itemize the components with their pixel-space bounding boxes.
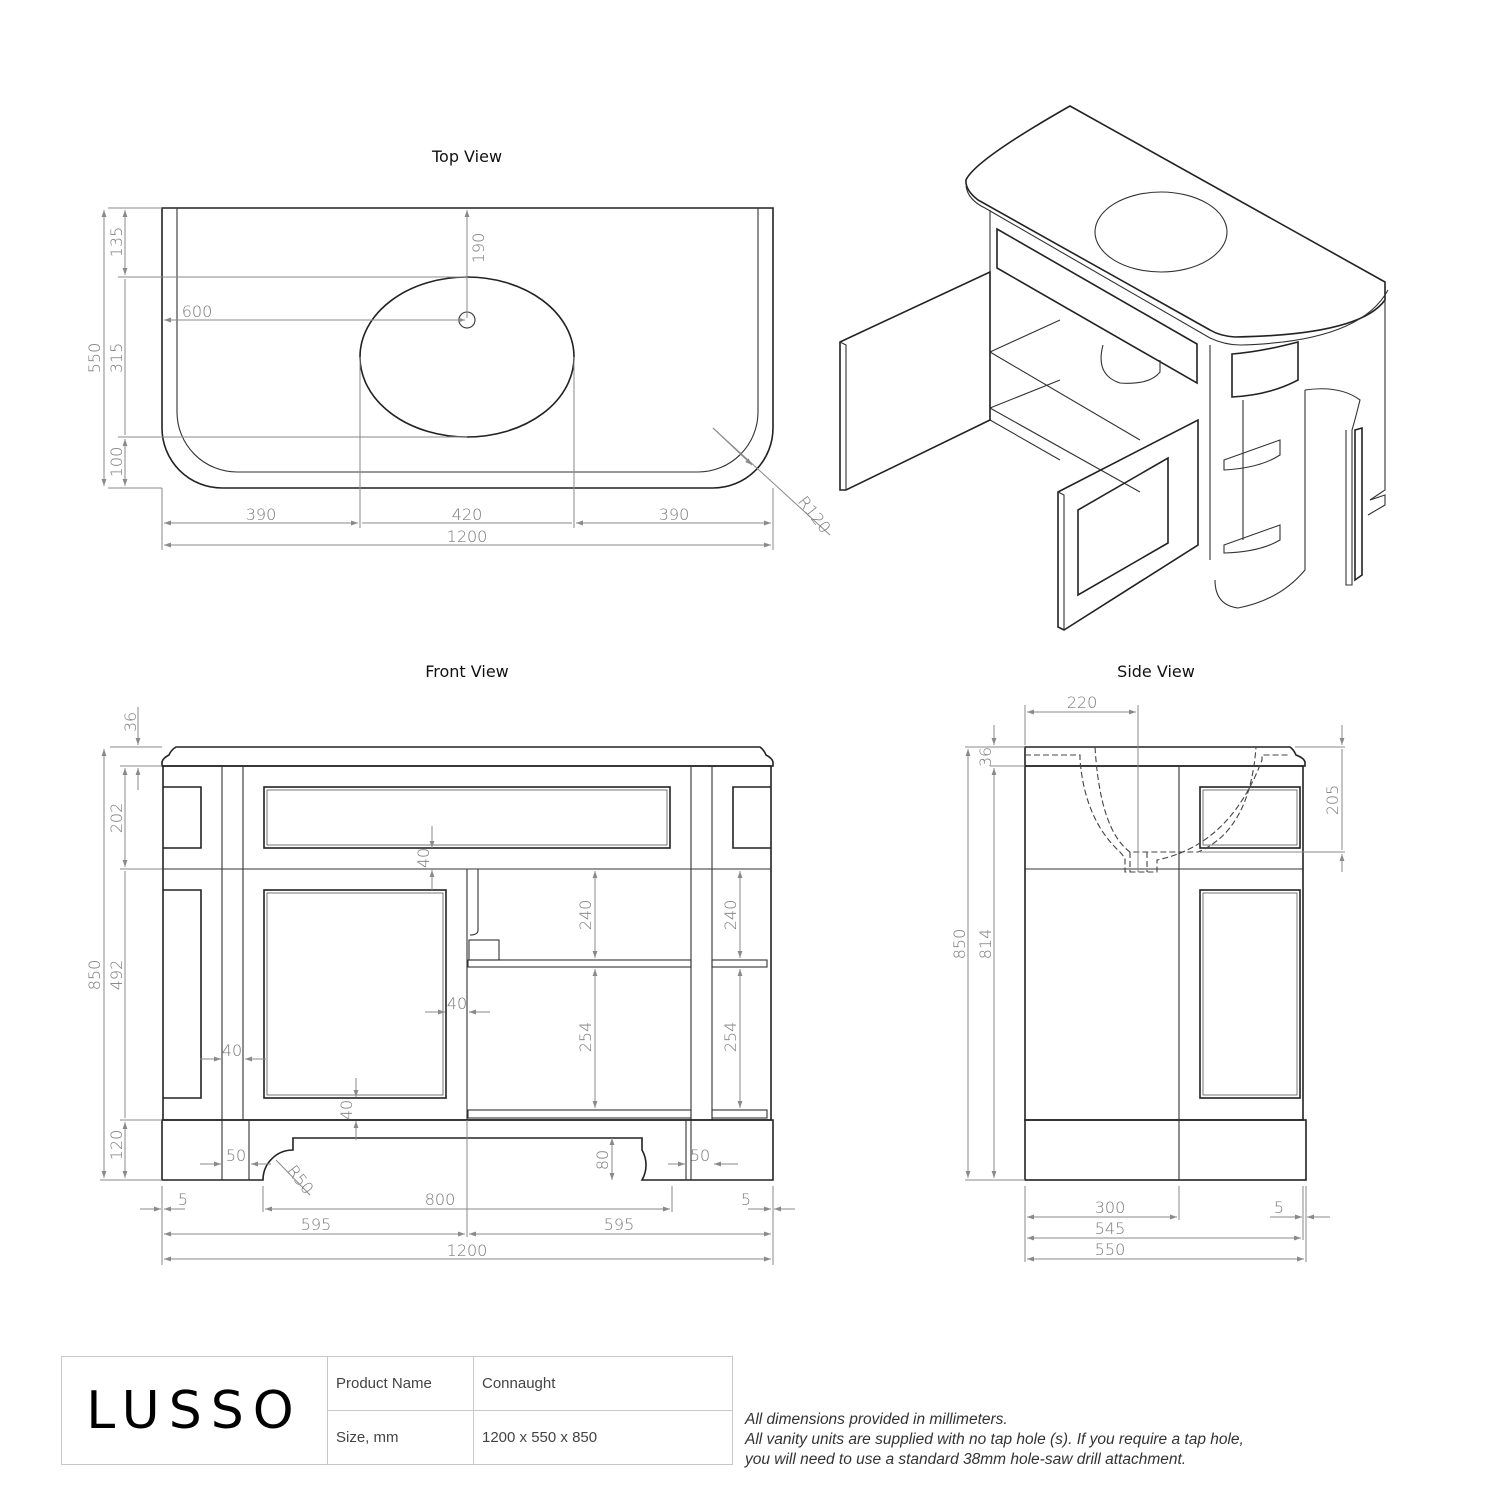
countertop-outline xyxy=(161,207,774,489)
dim-front-stile-left: 40 xyxy=(222,1041,242,1060)
top-view-title: Top View xyxy=(431,147,502,166)
dim-front-plinth-cut-height: 80 xyxy=(593,1150,612,1170)
front-left-side-panel xyxy=(163,889,202,1099)
dim-top-basin-to-front: 100 xyxy=(107,447,126,478)
product-name-label: Product Name xyxy=(328,1357,474,1411)
dim-side-body-depth: 545 xyxy=(1095,1219,1126,1238)
dim-front-total-height: 850 xyxy=(85,960,104,991)
front-door-panel xyxy=(263,889,447,1099)
dim-front-half-right: 595 xyxy=(604,1215,635,1234)
top-view: Top View 550 135 315 100 xyxy=(85,147,835,550)
dim-front-overhang-right: 5 xyxy=(741,1190,751,1209)
front-countertop xyxy=(161,746,774,767)
note-line-1: All dimensions provided in millimeters. xyxy=(745,1411,1008,1428)
dim-front-shelf-upper-left: 240 xyxy=(576,900,595,931)
size-label: Size, mm xyxy=(328,1410,474,1464)
front-plinth xyxy=(161,1119,774,1181)
dim-front-plinth-cut-width: 800 xyxy=(425,1190,456,1209)
dim-side-total-height: 850 xyxy=(950,929,969,960)
dim-side-top-thickness: 36 xyxy=(976,747,995,767)
dim-top-total-depth: 550 xyxy=(85,343,104,374)
iso-siphon xyxy=(1100,344,1161,384)
dim-side-basin-depth: 205 xyxy=(1323,785,1342,816)
dim-top-tap-from-left: 600 xyxy=(182,302,213,321)
dim-front-shelf-upper-right: 240 xyxy=(721,900,740,931)
dim-front-drawer-height: 202 xyxy=(107,803,126,834)
dim-front-shelf-lower-right: 254 xyxy=(721,1022,740,1053)
dim-front-top-thickness: 36 xyxy=(121,712,140,732)
iso-basin xyxy=(1094,191,1228,273)
front-drawer-panel xyxy=(263,786,671,849)
note-line-2: All vanity units are supplied with no ta… xyxy=(745,1431,1244,1448)
dim-top-right-margin: 390 xyxy=(659,505,690,524)
iso-drawer-panel xyxy=(996,227,1198,385)
side-basin-hidden-line xyxy=(1025,754,1290,873)
notes: All dimensions provided in millimeters. … xyxy=(745,1410,1244,1470)
isometric-view xyxy=(839,105,1389,631)
dim-front-half-left: 595 xyxy=(301,1215,332,1234)
side-countertop xyxy=(1024,746,1306,767)
iso-countertop xyxy=(965,105,1386,338)
dim-front-plinth-radius: R50 xyxy=(283,1161,317,1198)
dim-side-door-depth: 300 xyxy=(1095,1198,1126,1217)
title-block: LUSSO Product Name Connaught Size, mm 12… xyxy=(61,1356,733,1465)
iso-front-door xyxy=(1057,418,1199,631)
dim-front-rail-bottom: 40 xyxy=(337,1100,356,1120)
side-drawer-panel xyxy=(1199,786,1301,849)
iso-front-door-panel xyxy=(1077,456,1169,597)
size-value: 1200 x 550 x 850 xyxy=(482,1428,598,1446)
product-name-value: Connaught xyxy=(474,1357,732,1411)
front-view-title: Front View xyxy=(425,662,509,681)
side-view: Side View xyxy=(950,662,1345,1262)
dim-front-plinth-left: 50 xyxy=(226,1146,246,1165)
side-door-panel xyxy=(1199,889,1301,1099)
dim-front-cabinet-height: 492 xyxy=(107,960,126,991)
dim-side-total-depth: 550 xyxy=(1095,1240,1126,1259)
brand-logo: LUSSO xyxy=(62,1357,328,1464)
dim-front-total-width: 1200 xyxy=(447,1241,488,1260)
dim-top-tap-from-back: 190 xyxy=(469,233,488,264)
front-view: Front View xyxy=(85,662,795,1265)
dim-top-corner-radius: R120 xyxy=(794,492,835,537)
dim-front-overhang-left: 5 xyxy=(178,1190,188,1209)
dim-top-back-to-basin: 135 xyxy=(107,227,126,258)
dim-top-basin-depth: 315 xyxy=(107,343,126,374)
iso-side-drawer xyxy=(1231,340,1299,398)
dim-side-overhang: 5 xyxy=(1274,1198,1284,1217)
dim-front-plinth-height: 120 xyxy=(107,1130,126,1161)
note-line-3: you will need to use a standard 38mm hol… xyxy=(745,1451,1187,1468)
dim-front-stile-mid: 40 xyxy=(447,994,467,1013)
dim-side-tap-offset: 220 xyxy=(1067,693,1098,712)
iso-left-door xyxy=(839,270,991,491)
dim-top-total-width: 1200 xyxy=(447,527,488,546)
dim-front-shelf-lower-left: 254 xyxy=(576,1022,595,1053)
side-plinth xyxy=(1024,1119,1307,1181)
dim-top-left-margin: 390 xyxy=(246,505,277,524)
side-view-title: Side View xyxy=(1117,662,1195,681)
dim-front-plinth-right: 50 xyxy=(690,1146,710,1165)
side-cabinet-body xyxy=(1024,765,1304,1121)
dim-side-body-height: 814 xyxy=(976,929,995,960)
dim-top-basin-width: 420 xyxy=(452,505,483,524)
dim-front-rail-top: 40 xyxy=(414,848,433,868)
